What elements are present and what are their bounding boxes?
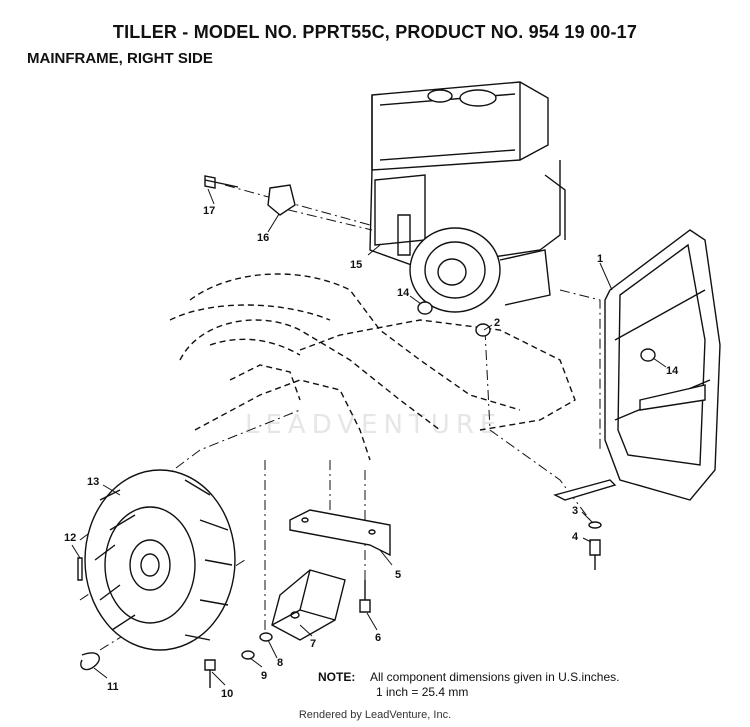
- callout-13: 13: [87, 476, 99, 488]
- callout-14-right: 14: [666, 365, 679, 377]
- callout-5: 5: [395, 569, 401, 581]
- callout-7: 7: [310, 638, 316, 650]
- callout-2: 2: [494, 317, 500, 329]
- callout-17: 17: [203, 205, 215, 217]
- callout-6: 6: [375, 632, 381, 644]
- diagram-subtitle: MAINFRAME, RIGHT SIDE: [27, 50, 213, 67]
- diagram-title: TILLER - MODEL NO. PPRT55C, PRODUCT NO. …: [112, 22, 638, 42]
- callout-8: 8: [277, 657, 283, 669]
- callout-14-left: 14: [397, 287, 410, 299]
- callout-11: 11: [107, 681, 119, 693]
- weight-drawing: [271, 569, 346, 641]
- callout-labels: 1 2 3 4 5 6 7 8 9 10 11 12 13 14 14 15 1…: [64, 205, 679, 700]
- note-label: NOTE:: [318, 670, 356, 684]
- fasteners-drawing: [77, 175, 656, 688]
- leader-lines: [71, 188, 667, 686]
- callout-1: 1: [597, 253, 603, 265]
- callout-4: 4: [572, 531, 579, 543]
- wheel-drawing: [84, 469, 236, 651]
- engine-drawing: [369, 81, 566, 313]
- note-line-2: 1 inch = 25.4 mm: [376, 685, 469, 699]
- footer-credit: Rendered by LeadVenture, Inc.: [298, 709, 452, 721]
- callout-9: 9: [261, 670, 267, 682]
- callout-16: 16: [257, 232, 269, 244]
- callout-12: 12: [64, 532, 76, 544]
- callout-10: 10: [221, 688, 233, 700]
- callout-15: 15: [350, 259, 362, 271]
- note-line-1: All component dimensions given in U.S.in…: [370, 670, 620, 684]
- tine-shield-drawing: [169, 273, 576, 461]
- bracket-drawing: [289, 509, 391, 557]
- callout-3: 3: [572, 505, 578, 517]
